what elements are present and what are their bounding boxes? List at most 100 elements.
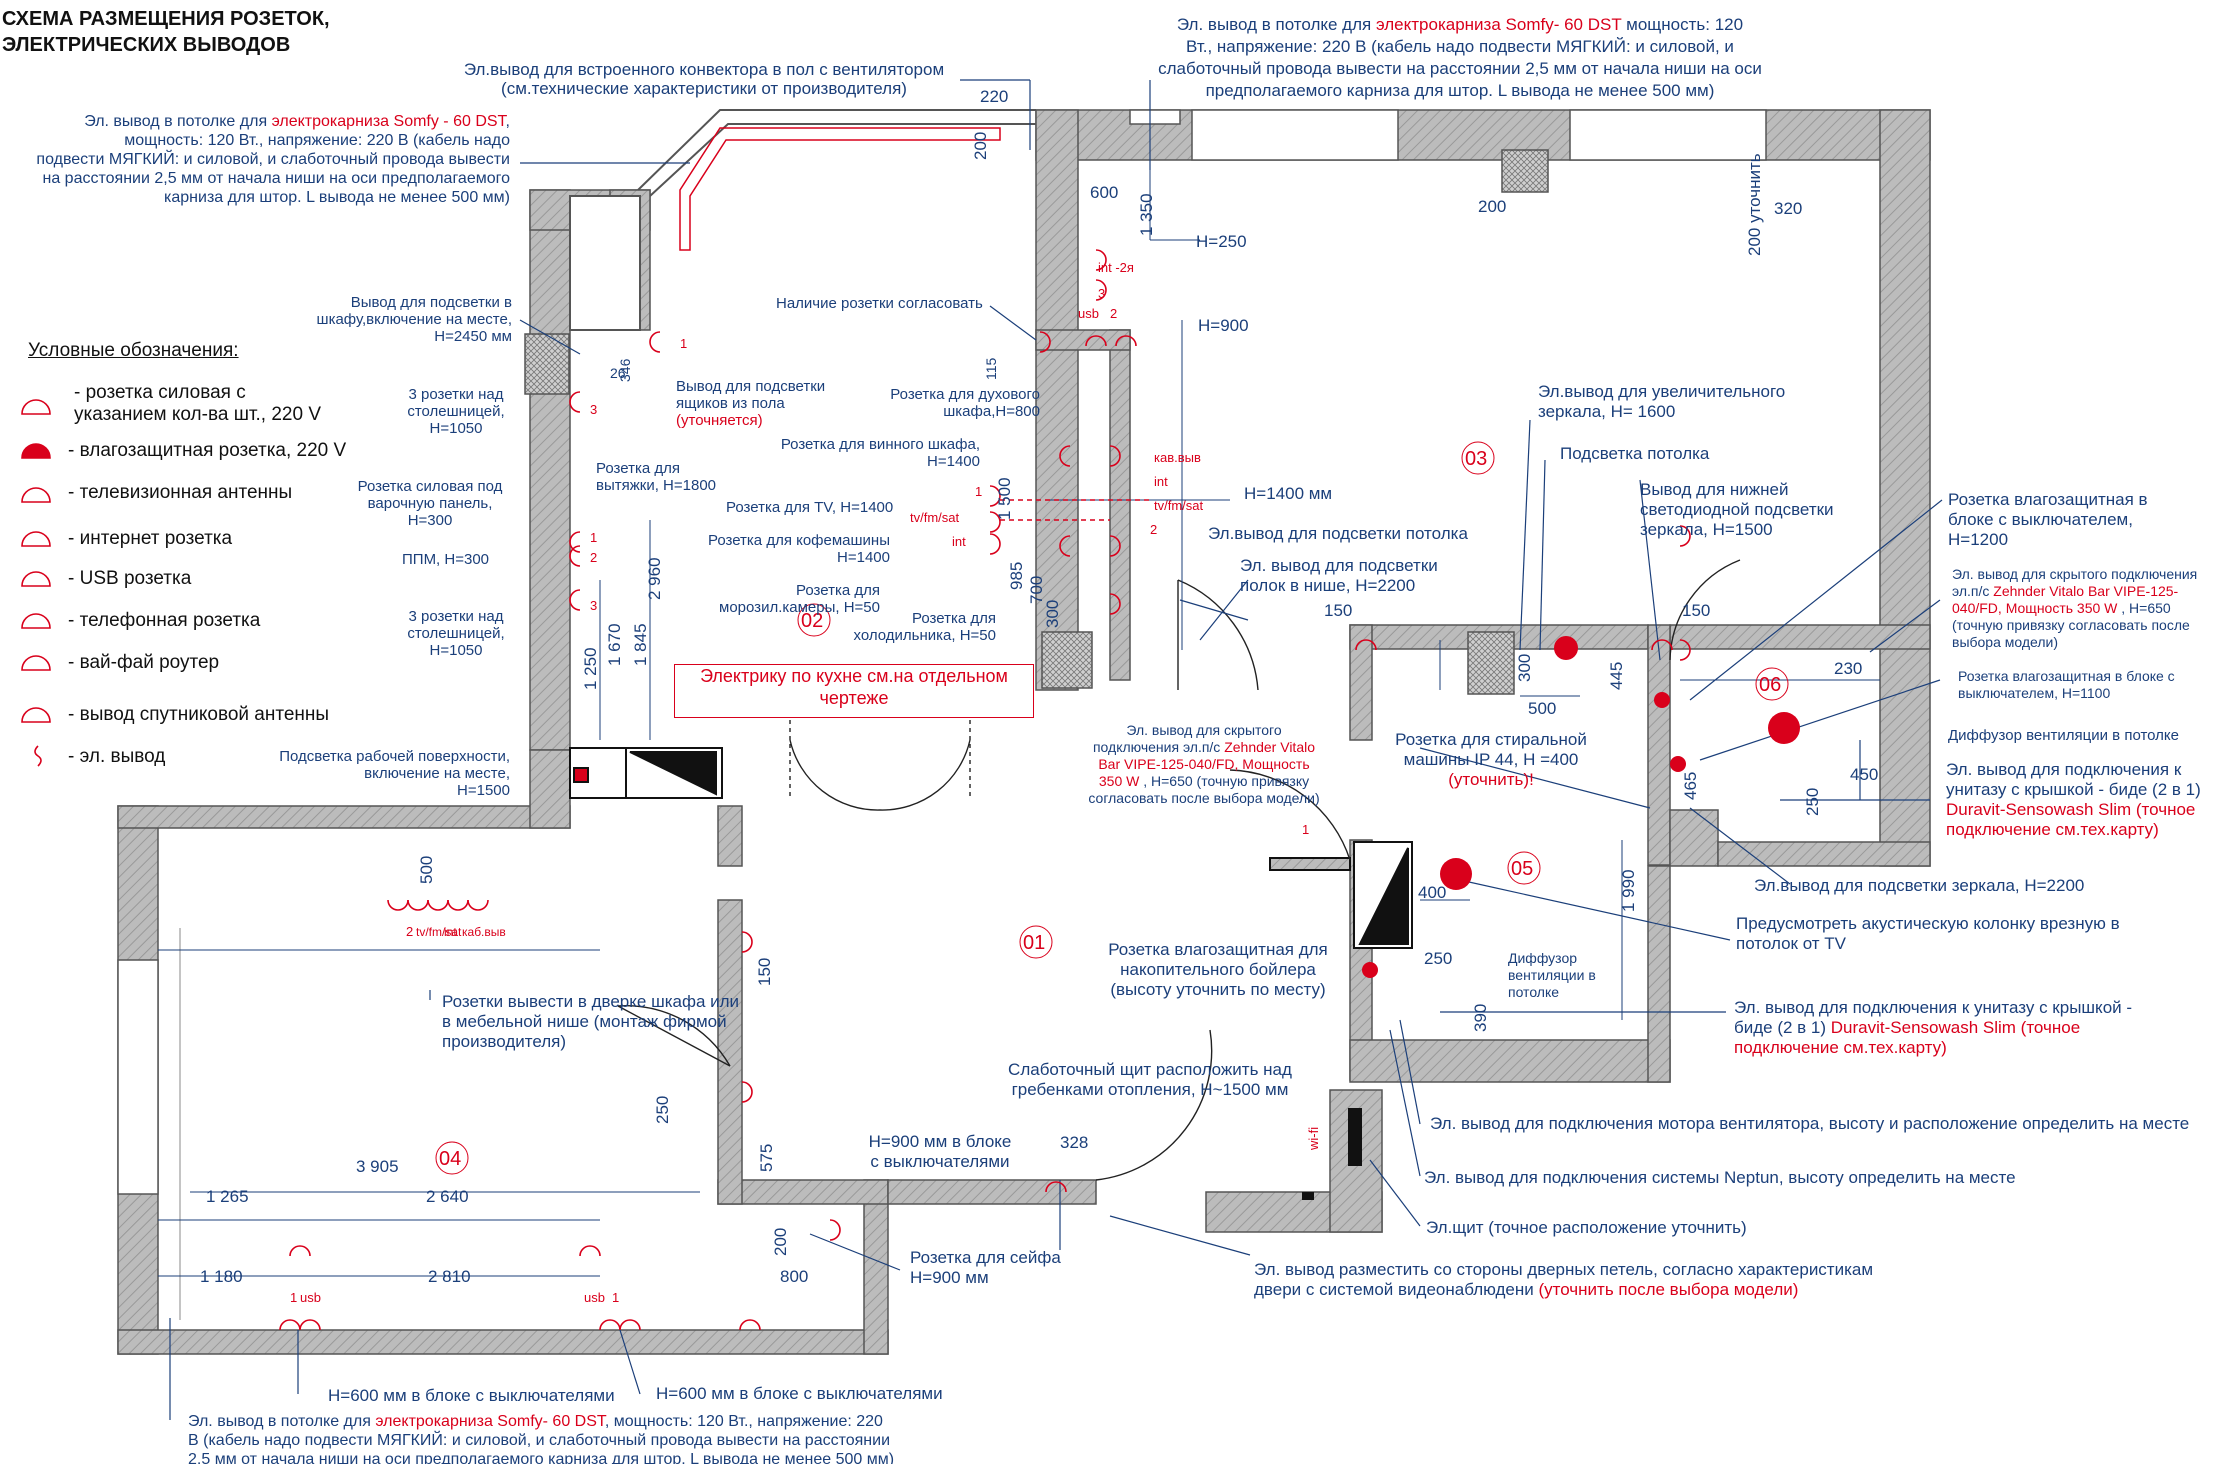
windows xyxy=(117,109,1767,1195)
kitchen-note: Электрику по кухне см.на отдельном черте… xyxy=(674,664,1034,718)
dim: 250 xyxy=(1424,949,1452,968)
dim: 1 845 xyxy=(631,623,650,666)
dim: 1 670 xyxy=(605,623,624,666)
note-cabinet-door: Розетки вывести в дверке шкафа или в меб… xyxy=(442,992,740,1051)
dim: 1 265 xyxy=(206,1187,249,1206)
dim: 2 640 xyxy=(426,1187,469,1206)
shafts xyxy=(524,149,1549,695)
socket-mark: 2 xyxy=(406,924,413,939)
dim: 1 500 xyxy=(995,477,1014,520)
dim: 200 уточнить xyxy=(1745,153,1764,256)
dim: 150 xyxy=(1324,601,1352,620)
note-door: Эл. вывод разместить со стороны дверных … xyxy=(1254,1260,1874,1299)
room-number: 01 xyxy=(1023,932,1045,954)
dim: 1 990 xyxy=(1619,869,1638,912)
legend-item: - эл. вывод xyxy=(68,746,166,767)
socket-mark: wi-fi xyxy=(1306,1127,1321,1151)
dim: 600 xyxy=(1090,183,1118,202)
dimension-lines xyxy=(158,165,1880,1277)
note-freezer: Розетка для морозил.камеры, Н=50 xyxy=(719,582,880,616)
dim: 230 xyxy=(1834,659,1862,678)
note-wp-switch-1200: Розетка влагозащитная в блоке с выключат… xyxy=(1948,490,2148,549)
note-ceiling-light2: Подсветка потолка xyxy=(1560,444,1710,463)
legend-item: - интернет розетка xyxy=(68,528,233,549)
note-mirror-led: Вывод для нижней светодиодной подсветки … xyxy=(1640,480,1834,539)
room-number: 03 xyxy=(1465,448,1487,470)
socket-mark: 1 xyxy=(590,530,597,545)
dim: 200 xyxy=(1478,197,1506,216)
dim: 26 xyxy=(610,365,626,381)
note-zehnder-right: Эл. вывод для скрытого подключения эл.п/… xyxy=(1952,566,2198,650)
note-neptun: Эл. вывод для подключения системы Neptun… xyxy=(1424,1168,2016,1187)
legend-item: - розетка силовая с указанием кол-ва шт.… xyxy=(74,382,322,425)
dim: 200 xyxy=(971,132,990,160)
bay xyxy=(569,109,1036,331)
socket-mark: 2 xyxy=(1150,522,1157,537)
socket-mark: 3 xyxy=(1098,286,1105,301)
dim: 400 xyxy=(1418,883,1446,902)
socket-mark: 2 xyxy=(1110,306,1117,321)
note-h900: Н=900 xyxy=(1198,316,1249,335)
dim: 320 xyxy=(1774,199,1802,218)
dim: 445 xyxy=(1607,662,1626,690)
note-zehnder-mid: Эл. вывод для скрытого подключения эл.п/… xyxy=(1088,722,1320,806)
tv-socket-icon xyxy=(21,487,51,503)
socket-icon xyxy=(21,399,51,415)
note-wine: Розетка для винного шкафа, Н=1400 xyxy=(780,436,980,470)
note-mirror-light: Эл.вывод для подсветки зеркала, Н=2200 xyxy=(1754,876,2085,895)
dim: 1 250 xyxy=(581,647,600,690)
room-number: 06 xyxy=(1759,674,1781,696)
electric-panel xyxy=(1348,1108,1362,1166)
socket-mark: кав.выв xyxy=(1154,450,1201,465)
note-worktop-light: Подсветка рабочей поверхности, включение… xyxy=(279,748,510,799)
floor-convector xyxy=(679,127,1001,251)
wifi-router-icon xyxy=(21,655,51,671)
dim: 220 xyxy=(980,87,1008,106)
note-cornice-bottom: Эл. вывод в потолке для электрокарниза S… xyxy=(188,1413,895,1464)
dim: 390 xyxy=(1471,1004,1490,1032)
dim: 500 xyxy=(1528,699,1556,718)
legend-item: - влагозащитная розетка, 220 V xyxy=(68,440,347,461)
note-safe: Розетка для сейфа Н=900 мм xyxy=(910,1248,1061,1287)
dim: 2 810 xyxy=(428,1267,471,1286)
socket-mark: tv/fm/sat xyxy=(910,510,960,525)
note-vent-diffuser: Диффузор вентиляции в потолке xyxy=(1948,727,2179,744)
note-mirror: Эл.вывод для увеличительного зеркала, Н=… xyxy=(1538,382,1786,421)
note-cabinet-light: Вывод для подсветки в шкафу,включение на… xyxy=(316,294,512,345)
note-h250: Н=250 xyxy=(1196,232,1247,251)
note-hood: Розетка для вытяжки, Н=1800 xyxy=(596,460,717,494)
dim: 150 xyxy=(1682,601,1710,620)
note-wp-switch-1100: Розетка влагозащитная в блоке с выключат… xyxy=(1958,668,2175,701)
note-drawer-light: Вывод для подсветки ящиков из пола(уточн… xyxy=(676,378,826,429)
socket-mark: int xyxy=(1154,474,1168,489)
dim: 346 xyxy=(617,358,633,382)
note-h1400: Н=1400 мм xyxy=(1244,484,1333,503)
socket-mark: usb xyxy=(584,1290,605,1305)
usb-socket-icon xyxy=(21,571,51,587)
note-boiler: Розетка влагозащитная для накопительного… xyxy=(1108,940,1328,999)
dim: 250 xyxy=(1803,788,1822,816)
note-tv: Розетка для TV, Н=1400 xyxy=(726,499,894,516)
note-fridge: Розетка для холодильника, Н=50 xyxy=(853,610,997,644)
note-coffee: Розетка для кофемашины Н=1400 xyxy=(707,532,890,566)
wardrobe xyxy=(1269,841,1413,949)
note-cornice-top-mid: Эл. вывод в потолке для электрокарниза S… xyxy=(1158,15,1762,100)
dim: 500 xyxy=(417,856,436,884)
dim: 985 xyxy=(1007,562,1026,590)
note-ceiling-light: Эл.вывод для подсветки потолка xyxy=(1208,524,1468,543)
note-cornice-top-left: Эл. вывод в потолке для электрокарниза S… xyxy=(36,113,510,206)
page-title: СХЕМА РАЗМЕЩЕНИЯ РОЗЕТОК, ЭЛЕКТРИЧЕСКИХ … xyxy=(2,8,330,56)
dim: 1 180 xyxy=(200,1267,243,1286)
satellite-socket-icon xyxy=(21,707,51,723)
socket-mark: 1 xyxy=(680,336,687,351)
sockets xyxy=(279,249,1691,1331)
note-three-sockets: 3 розетки над столешницей, Н=1050 xyxy=(407,386,505,437)
legend-item: - вывод спутниковой антенны xyxy=(68,704,330,725)
room-labels xyxy=(435,441,1789,1175)
dim: 115 xyxy=(983,357,999,380)
legend-symbols xyxy=(21,399,51,767)
socket-mark: каб.выв xyxy=(462,925,506,939)
legend-item: - USB розетка xyxy=(68,568,192,589)
socket-mark: usb xyxy=(300,1290,321,1305)
